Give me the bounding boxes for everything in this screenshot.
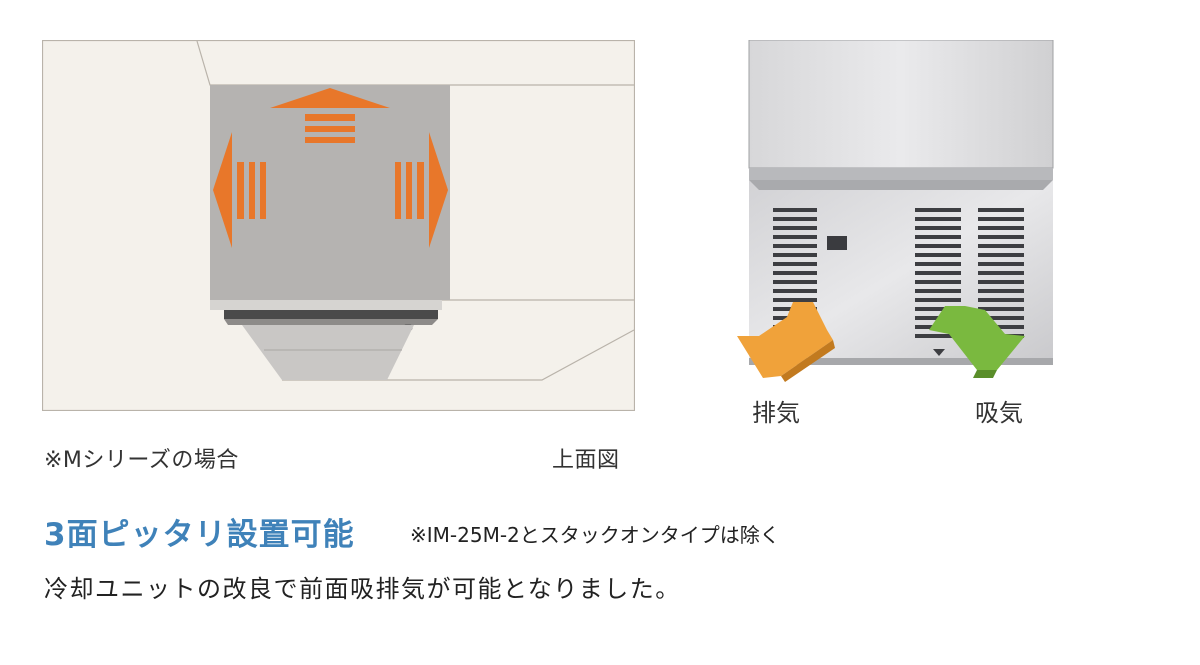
exclusion-note: ※IM-25M-2とスタックオンタイプは除く bbox=[410, 523, 780, 547]
machine-front-strip bbox=[224, 310, 438, 319]
series-caption: ※Mシリーズの場合 bbox=[44, 448, 239, 473]
exhaust-label: 排気 bbox=[752, 399, 800, 427]
exhaust-arrow-icon bbox=[737, 302, 833, 378]
intake-label: 吸気 bbox=[975, 399, 1023, 427]
top-view-caption: 上面図 bbox=[552, 448, 620, 473]
feature-description: 冷却ユニットの改良で前面吸排気が可能となりました。 bbox=[44, 575, 681, 603]
intake-vent bbox=[915, 208, 1024, 338]
arrow-left-icon bbox=[213, 132, 266, 248]
control-display bbox=[827, 236, 847, 250]
unit-front-illustration bbox=[737, 40, 1054, 382]
arrow-right-icon bbox=[395, 132, 448, 248]
top-view-illustration bbox=[42, 40, 635, 411]
arrow-up-icon bbox=[270, 88, 390, 143]
intake-arrow-icon bbox=[929, 306, 1025, 370]
feature-headline: 3面ピッタリ設置可能 bbox=[44, 517, 355, 553]
